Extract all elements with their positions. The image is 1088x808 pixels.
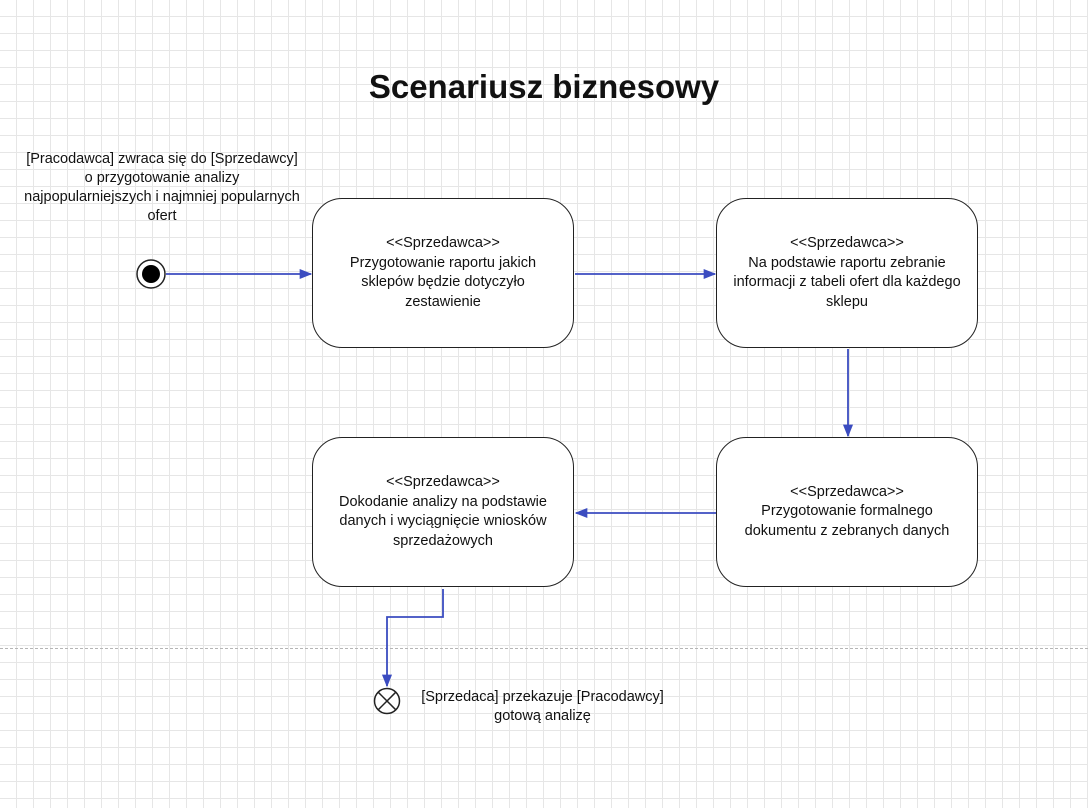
state-stereotype: <<Sprzedawca>> (386, 474, 500, 490)
diagram-title: Scenariusz biznesowy (368, 68, 720, 105)
state-label: Przygotowanie raportu jakich sklepów będ… (349, 254, 537, 310)
start-note: [Pracodawca] zwraca się do [Sprzedawcy] … (24, 151, 300, 224)
state-collect-info[interactable]: <<Sprzedawca>> Na podstawie raportu zebr… (716, 198, 978, 348)
page-divider (0, 648, 1088, 649)
initial-node[interactable] (136, 259, 166, 289)
state-stereotype: <<Sprzedawca>> (386, 235, 500, 251)
state-formal-document[interactable]: <<Sprzedawca>> Przygotowanie formalnego … (716, 437, 978, 587)
state-stereotype: <<Sprzedawca>> (790, 483, 904, 500)
state-analysis[interactable]: <<Sprzedawca>> Dokodanie analizy na pods… (312, 437, 574, 587)
state-label: Dokodanie analizy na podstawie danych i … (339, 493, 547, 549)
state-stereotype: <<Sprzedawca>> (790, 235, 904, 251)
state-prepare-report[interactable]: <<Sprzedawca>> Przygotowanie raportu jak… (312, 198, 574, 348)
state-label: Na podstawie raportu zebranie informacji… (733, 254, 961, 310)
state-label: Przygotowanie formalnego dokumentu z zeb… (744, 503, 950, 539)
flow-final-icon[interactable] (373, 687, 401, 715)
transition-analysis-to-end[interactable] (381, 589, 444, 688)
end-note: [Sprzedaca] przekazuje [Pracodawcy] goto… (421, 689, 664, 724)
